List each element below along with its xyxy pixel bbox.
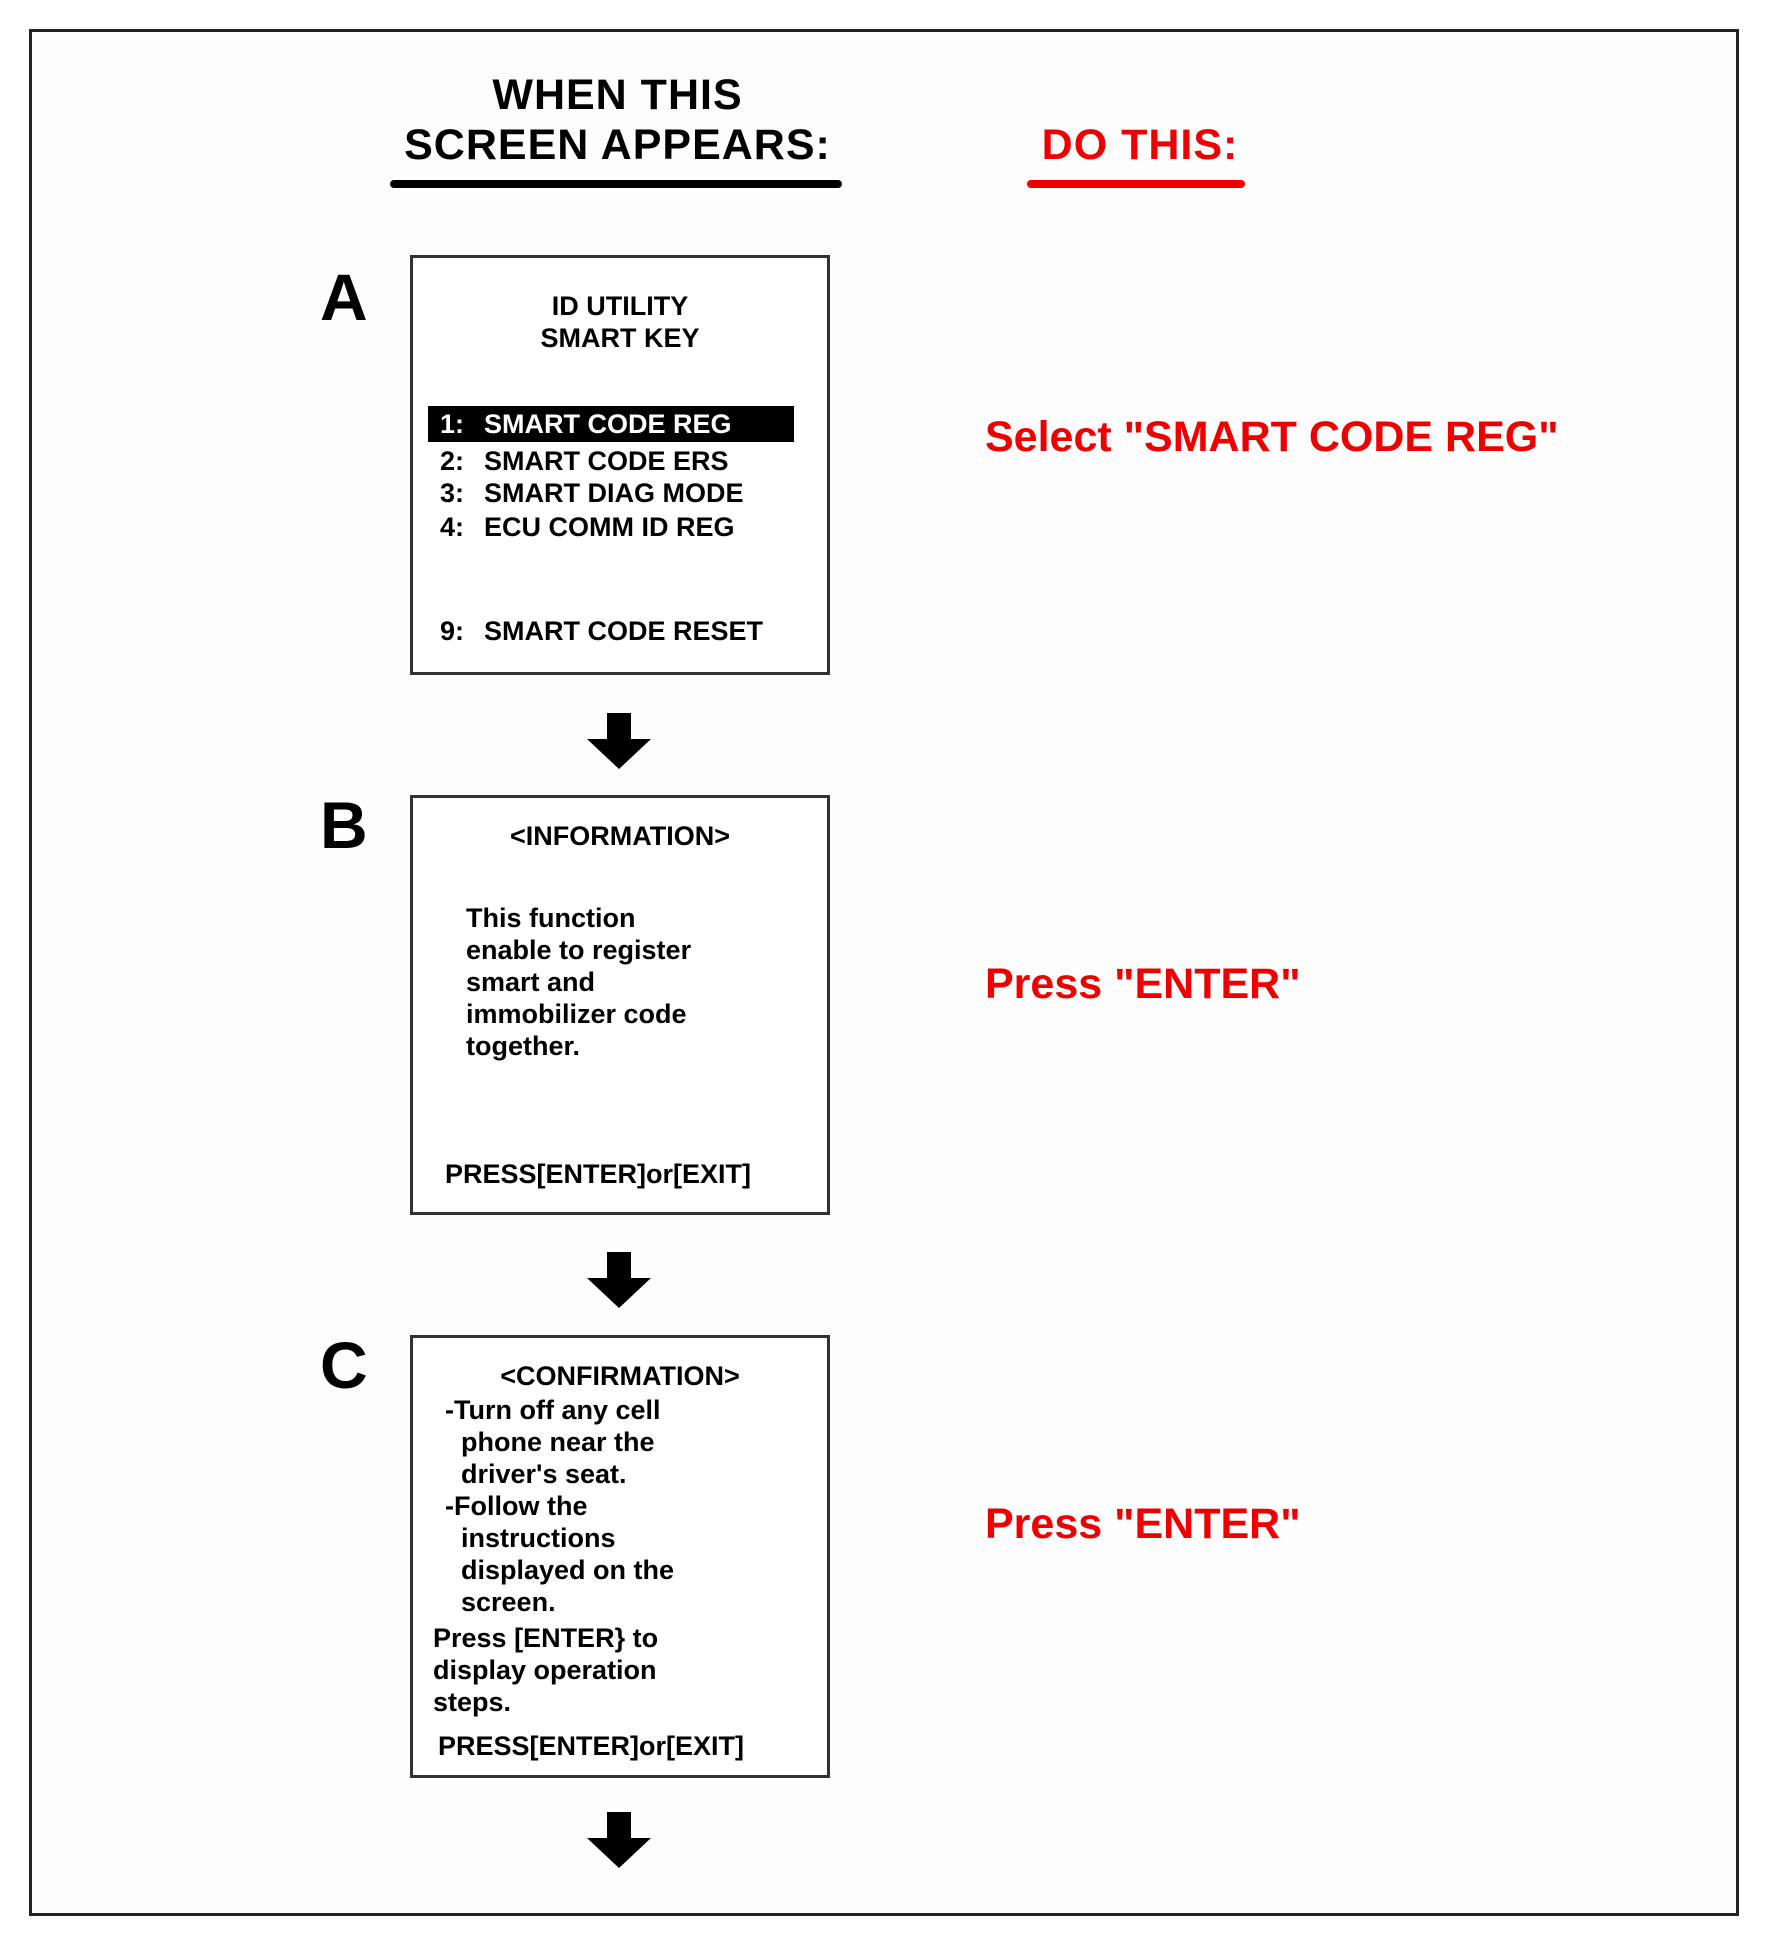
screen-b-footer: PRESS[ENTER]or[EXIT] xyxy=(445,1159,752,1189)
menu-item-label: SMART DIAG MODE xyxy=(484,478,744,508)
menu-item-number: 9: xyxy=(440,616,465,646)
down-arrow-icon xyxy=(587,1252,651,1308)
step-letter-c: C xyxy=(320,1328,368,1402)
screen-b-body-line: immobilizer code xyxy=(466,999,687,1029)
menu-item-label: SMART CODE REG xyxy=(484,409,732,439)
screen-c-bullet-1-line: -Turn off any cell xyxy=(445,1395,661,1425)
screen-column-header: WHEN THIS SCREEN APPEARS: xyxy=(390,70,845,170)
screen-b-body-line: enable to register xyxy=(466,935,692,965)
screen-header-line-2: SCREEN APPEARS: xyxy=(404,121,831,169)
screen-c-note-line: Press [ENTER} to xyxy=(433,1623,659,1653)
menu-item-label: SMART CODE RESET xyxy=(484,616,764,646)
screen-c-footer: PRESS[ENTER]or[EXIT] xyxy=(438,1731,745,1761)
action-header-underline xyxy=(1027,180,1245,188)
screen-b: <INFORMATION> This function enable to re… xyxy=(410,795,830,1215)
screen-c-bullet-2-line: screen. xyxy=(461,1587,556,1617)
step-letter-b: B xyxy=(320,788,368,862)
action-c: Press "ENTER" xyxy=(985,1500,1301,1548)
down-arrow-icon xyxy=(587,1812,651,1868)
screen-a: ID UTILITY SMART KEY 1: SMART CODE REG 2… xyxy=(410,255,830,675)
action-a: Select "SMART CODE REG" xyxy=(985,413,1559,461)
screen-c-bullet-1-line: phone near the xyxy=(461,1427,655,1457)
menu-item-number: 4: xyxy=(440,512,465,542)
screen-c: <CONFIRMATION> -Turn off any cell phone … xyxy=(410,1335,830,1778)
down-arrow-icon xyxy=(587,713,651,769)
menu-item-label: ECU COMM ID REG xyxy=(484,512,735,542)
action-column-header: DO THIS: xyxy=(1041,121,1239,169)
screen-b-body-line: together. xyxy=(466,1031,581,1061)
screen-c-bullet-2-line: displayed on the xyxy=(461,1555,675,1585)
action-b: Press "ENTER" xyxy=(985,960,1301,1008)
step-letter-a: A xyxy=(320,260,368,334)
screen-c-bullet-1-line: driver's seat. xyxy=(461,1459,627,1489)
screen-c-bullet-2-line: -Follow the xyxy=(445,1491,588,1521)
screen-b-body-line: This function xyxy=(466,903,636,933)
screen-b-body-line: smart and xyxy=(466,967,596,997)
menu-item-label: SMART CODE ERS xyxy=(484,446,729,476)
screen-c-note-line: steps. xyxy=(433,1687,512,1717)
menu-item-smart-code-reg[interactable]: 1: SMART CODE REG xyxy=(428,406,794,442)
screen-b-title: <INFORMATION> xyxy=(509,821,730,851)
screen-a-title-line-2: SMART KEY xyxy=(540,323,700,353)
diagram-frame xyxy=(29,29,1739,1916)
screen-a-title-line-1: ID UTILITY xyxy=(551,291,689,321)
menu-item-number: 3: xyxy=(440,478,465,508)
screen-header-underline xyxy=(390,180,842,188)
menu-item-number: 2: xyxy=(440,446,465,476)
screen-c-note-line: display operation xyxy=(433,1655,657,1685)
screen-c-bullet-2-line: instructions xyxy=(461,1523,616,1553)
screen-header-line-1: WHEN THIS xyxy=(492,71,743,119)
screen-c-title: <CONFIRMATION> xyxy=(500,1361,740,1391)
menu-item-number: 1: xyxy=(440,409,465,439)
